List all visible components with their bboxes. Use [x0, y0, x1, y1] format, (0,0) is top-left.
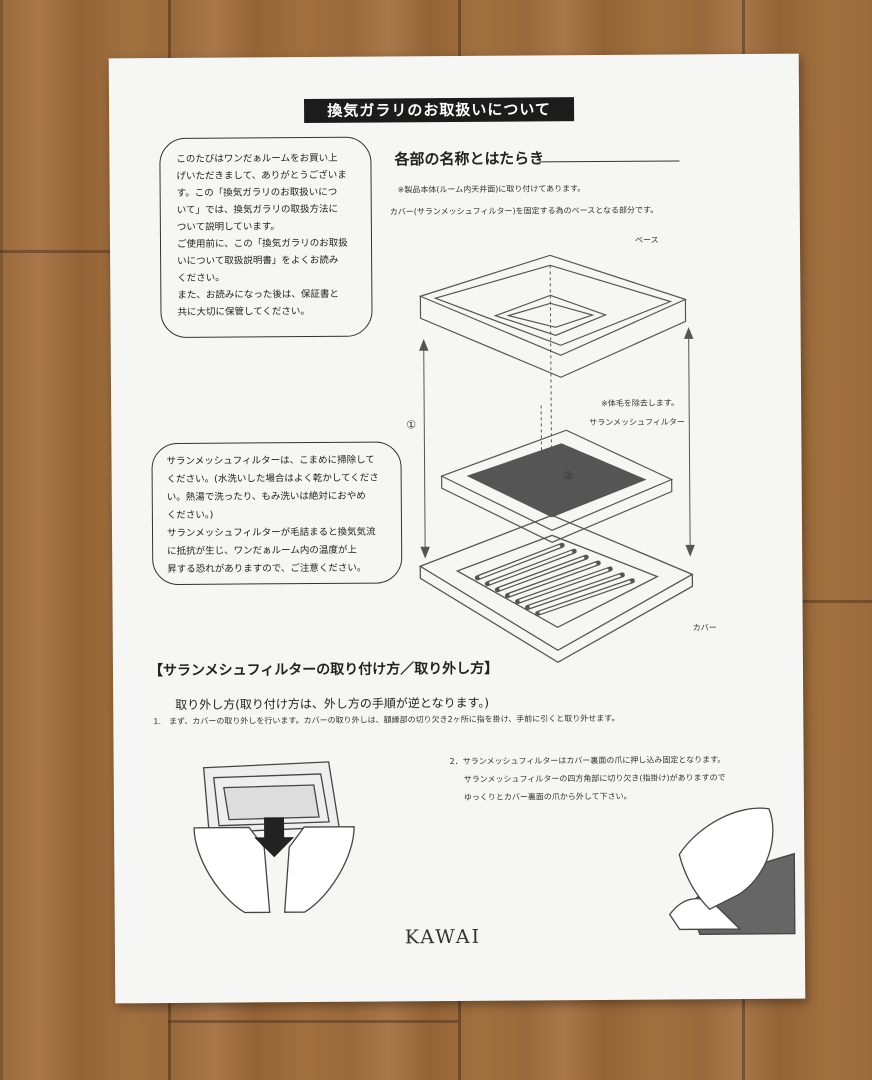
- floor-seam: [742, 600, 872, 603]
- floor-seam: [168, 1020, 458, 1023]
- install-heading: 【サランメシュフィルターの取り付け方／取り外し方】: [148, 660, 499, 680]
- install-step-2-line: 2．サランメッシュフィルターはカバー裏面の爪に押し込み固定となります。: [449, 755, 726, 767]
- parts-note-2: カバー(サランメッシュフィルター)を固定する為のベースとなる部分です。: [389, 205, 659, 217]
- intro-line: いについて取扱説明書」をよくお読み: [177, 254, 339, 267]
- install-step-1: 1. まず、カバーの取り外しを行います。カバーの取り外しは、額縁部の切り欠き2ヶ…: [153, 713, 620, 727]
- filter-removal-illustration: [668, 807, 796, 935]
- cover-removal-illustration: [193, 761, 355, 914]
- intro-box: このたびはワンだぁルームをお買い上 げいただきまして、ありがとうございま す。こ…: [159, 136, 373, 339]
- intro-line: ついて説明しています。: [176, 221, 280, 233]
- label-base: ベース: [634, 235, 659, 245]
- label-filter: サランメッシュフィルター: [589, 417, 685, 428]
- filter-line: い。熱湯で洗ったり、もみ洗いは絶対におやめ: [166, 490, 366, 504]
- filter-frame: [440, 429, 674, 543]
- down-arrow-icon: [254, 817, 295, 858]
- parts-note-1: ※製品本体(ルーム内天井面)に取り付けてあります。: [397, 184, 586, 195]
- intro-line: このたびはワンだぁルームをお買い上: [176, 152, 338, 165]
- page-title: 換気ガラリのお取扱いについて: [303, 97, 575, 124]
- install-step-2-line: ゆっくりとカバー裏面の爪から外して下さい。: [463, 791, 632, 802]
- install-step-2-line: サランメッシュフィルターの四方角部に切り欠き(指掛け)がありますので: [463, 773, 726, 784]
- intro-line: す。この「換気ガラリのお取扱いにつ: [176, 186, 338, 199]
- intro-line: いて」では、換気ガラリの取扱方法に: [176, 203, 339, 216]
- label-filter-note: ※体毛を除去します。: [601, 398, 680, 408]
- parts-heading: 各部の名称とはたらき: [394, 149, 545, 169]
- filter-line: に抵抗が生じ、ワンだぁルーム内の温度が上: [167, 544, 357, 558]
- label-circle-1: ①: [406, 418, 417, 432]
- intro-line: また、お読みになった後は、保証書と: [177, 288, 339, 301]
- cover-frame: [418, 514, 694, 664]
- intro-line: 共に大切に保管してください。: [177, 306, 310, 318]
- intro-line: げいただきまして、ありがとうございま: [176, 169, 347, 182]
- label-cover: カバー: [692, 623, 717, 633]
- install-subheading: 取り外し方(取り付け方は、外し方の手順が逆となります。): [175, 695, 490, 712]
- heading-underline: [539, 160, 680, 163]
- filter-line: サランメッシュフィルターが毛詰まると換気気流: [166, 526, 376, 540]
- filter-line: ください。(水洗いした場合はよく乾かしてくださ: [166, 472, 379, 486]
- intro-line: ください。: [177, 272, 225, 284]
- filter-line: 昇する恐れがありますので、ご注意ください。: [167, 562, 367, 576]
- filter-mesh: [466, 443, 647, 518]
- base-frame: [418, 254, 688, 378]
- intro-line: ご使用前に、この「換気ガラリのお取扱: [176, 237, 348, 250]
- floor-seam: [0, 250, 168, 253]
- filter-line: サランメッシュフィルターは、こまめに掃除して: [166, 454, 375, 468]
- filter-care-box: サランメッシュフィルターは、こまめに掃除して ください。(水洗いした場合はよく乾…: [151, 441, 403, 586]
- brand-logo: KAWAI: [404, 925, 482, 949]
- instruction-sheet: 換気ガラリのお取扱いについて このたびはワンだぁルームをお買い上 げいただきまし…: [108, 53, 806, 1004]
- label-circle-2: ②: [563, 469, 574, 483]
- parts-diagram: [418, 254, 695, 664]
- filter-line: ください。): [166, 509, 214, 522]
